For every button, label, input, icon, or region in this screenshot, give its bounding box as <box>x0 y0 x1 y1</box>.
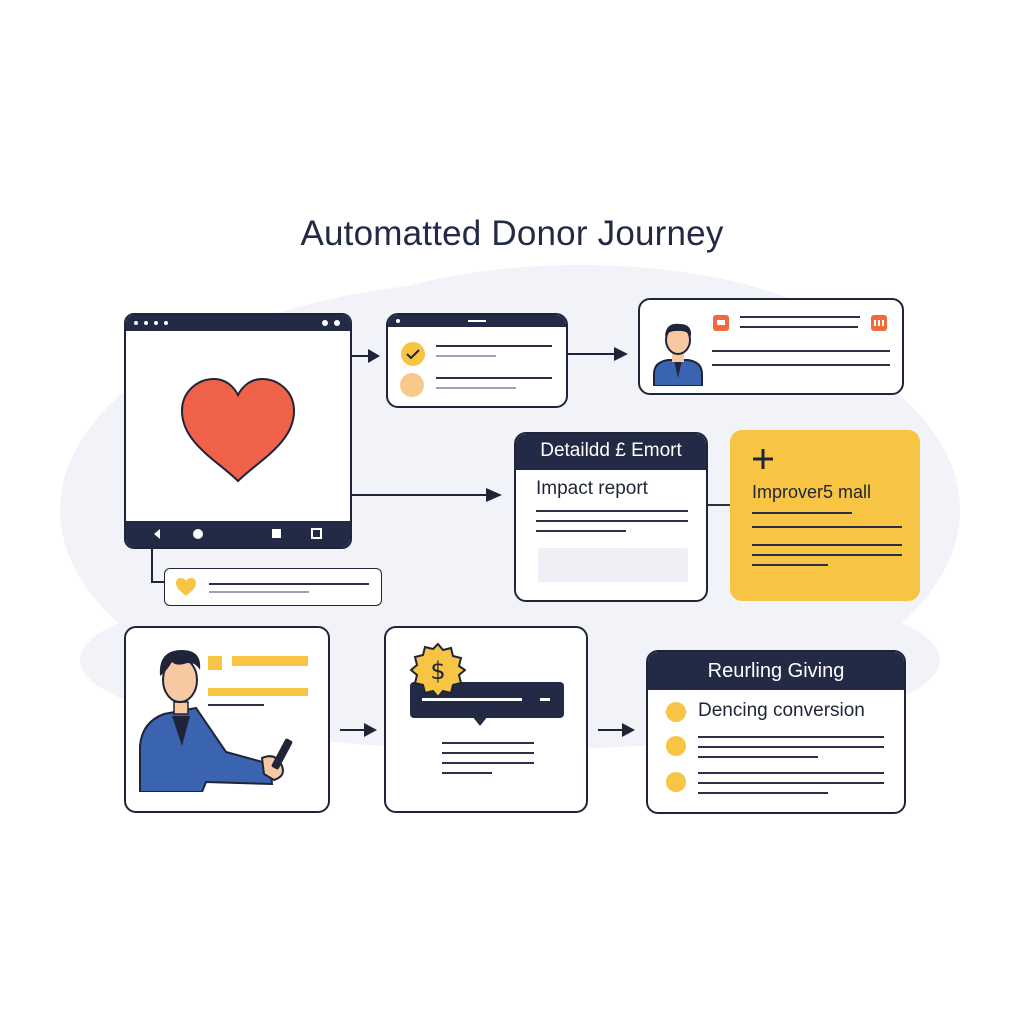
contact-node <box>638 298 904 395</box>
circle-icon <box>400 373 424 397</box>
flow-arrow <box>352 488 502 502</box>
improve-node: Improver5 mall <box>730 430 920 601</box>
app-screen-node <box>124 313 352 549</box>
recurring-giving-node: Reurling Giving Dencing conversion <box>646 650 906 814</box>
note-bar <box>208 688 308 696</box>
note-bar <box>232 656 308 666</box>
heart-icon <box>175 577 197 597</box>
heart-icon <box>178 377 298 487</box>
payment-node: $ <box>384 626 588 813</box>
plus-icon <box>752 448 774 470</box>
recurring-header-label: Reurling Giving <box>707 660 845 682</box>
notification-node <box>164 568 382 606</box>
payment-input-bar <box>410 682 564 718</box>
report-node: Detaildd £ Emort Impact report <box>514 432 708 602</box>
improve-label: Improver5 mall <box>752 482 872 502</box>
calendar-icon <box>870 314 888 332</box>
recurring-subtitle: Dencing conversion <box>698 700 865 721</box>
coin-icon <box>666 702 686 722</box>
dollar-badge-icon: $ <box>410 642 466 698</box>
recurring-header: Reurling Giving <box>648 652 904 690</box>
check-circle-icon <box>400 341 426 367</box>
report-header-label: Detaildd £ Emort <box>540 440 682 461</box>
report-header: Detaildd £ Emort <box>516 434 706 470</box>
diagram-title: Automatted Donor Journey <box>300 214 724 253</box>
flow-arrow <box>340 723 377 737</box>
checklist-top-bar <box>388 315 566 327</box>
flow-arrow <box>568 347 628 361</box>
app-screen-top-bar <box>126 315 350 331</box>
flow-connector <box>708 504 732 506</box>
coin-icon <box>666 736 686 756</box>
coin-icon <box>666 772 686 792</box>
flow-arrow <box>352 349 380 363</box>
app-screen-nav-bar <box>126 521 350 547</box>
person-avatar-icon <box>650 318 706 386</box>
report-placeholder-block <box>538 548 688 582</box>
checklist-node <box>386 313 568 408</box>
donor-person-node <box>124 626 330 813</box>
note-icon <box>208 656 222 670</box>
calendar-icon <box>712 314 730 332</box>
report-subtitle: Impact report <box>536 478 648 499</box>
businessman-with-phone-icon <box>136 642 306 792</box>
flow-arrow <box>598 723 635 737</box>
payment-pointer <box>472 716 488 726</box>
svg-text:$: $ <box>430 657 445 685</box>
